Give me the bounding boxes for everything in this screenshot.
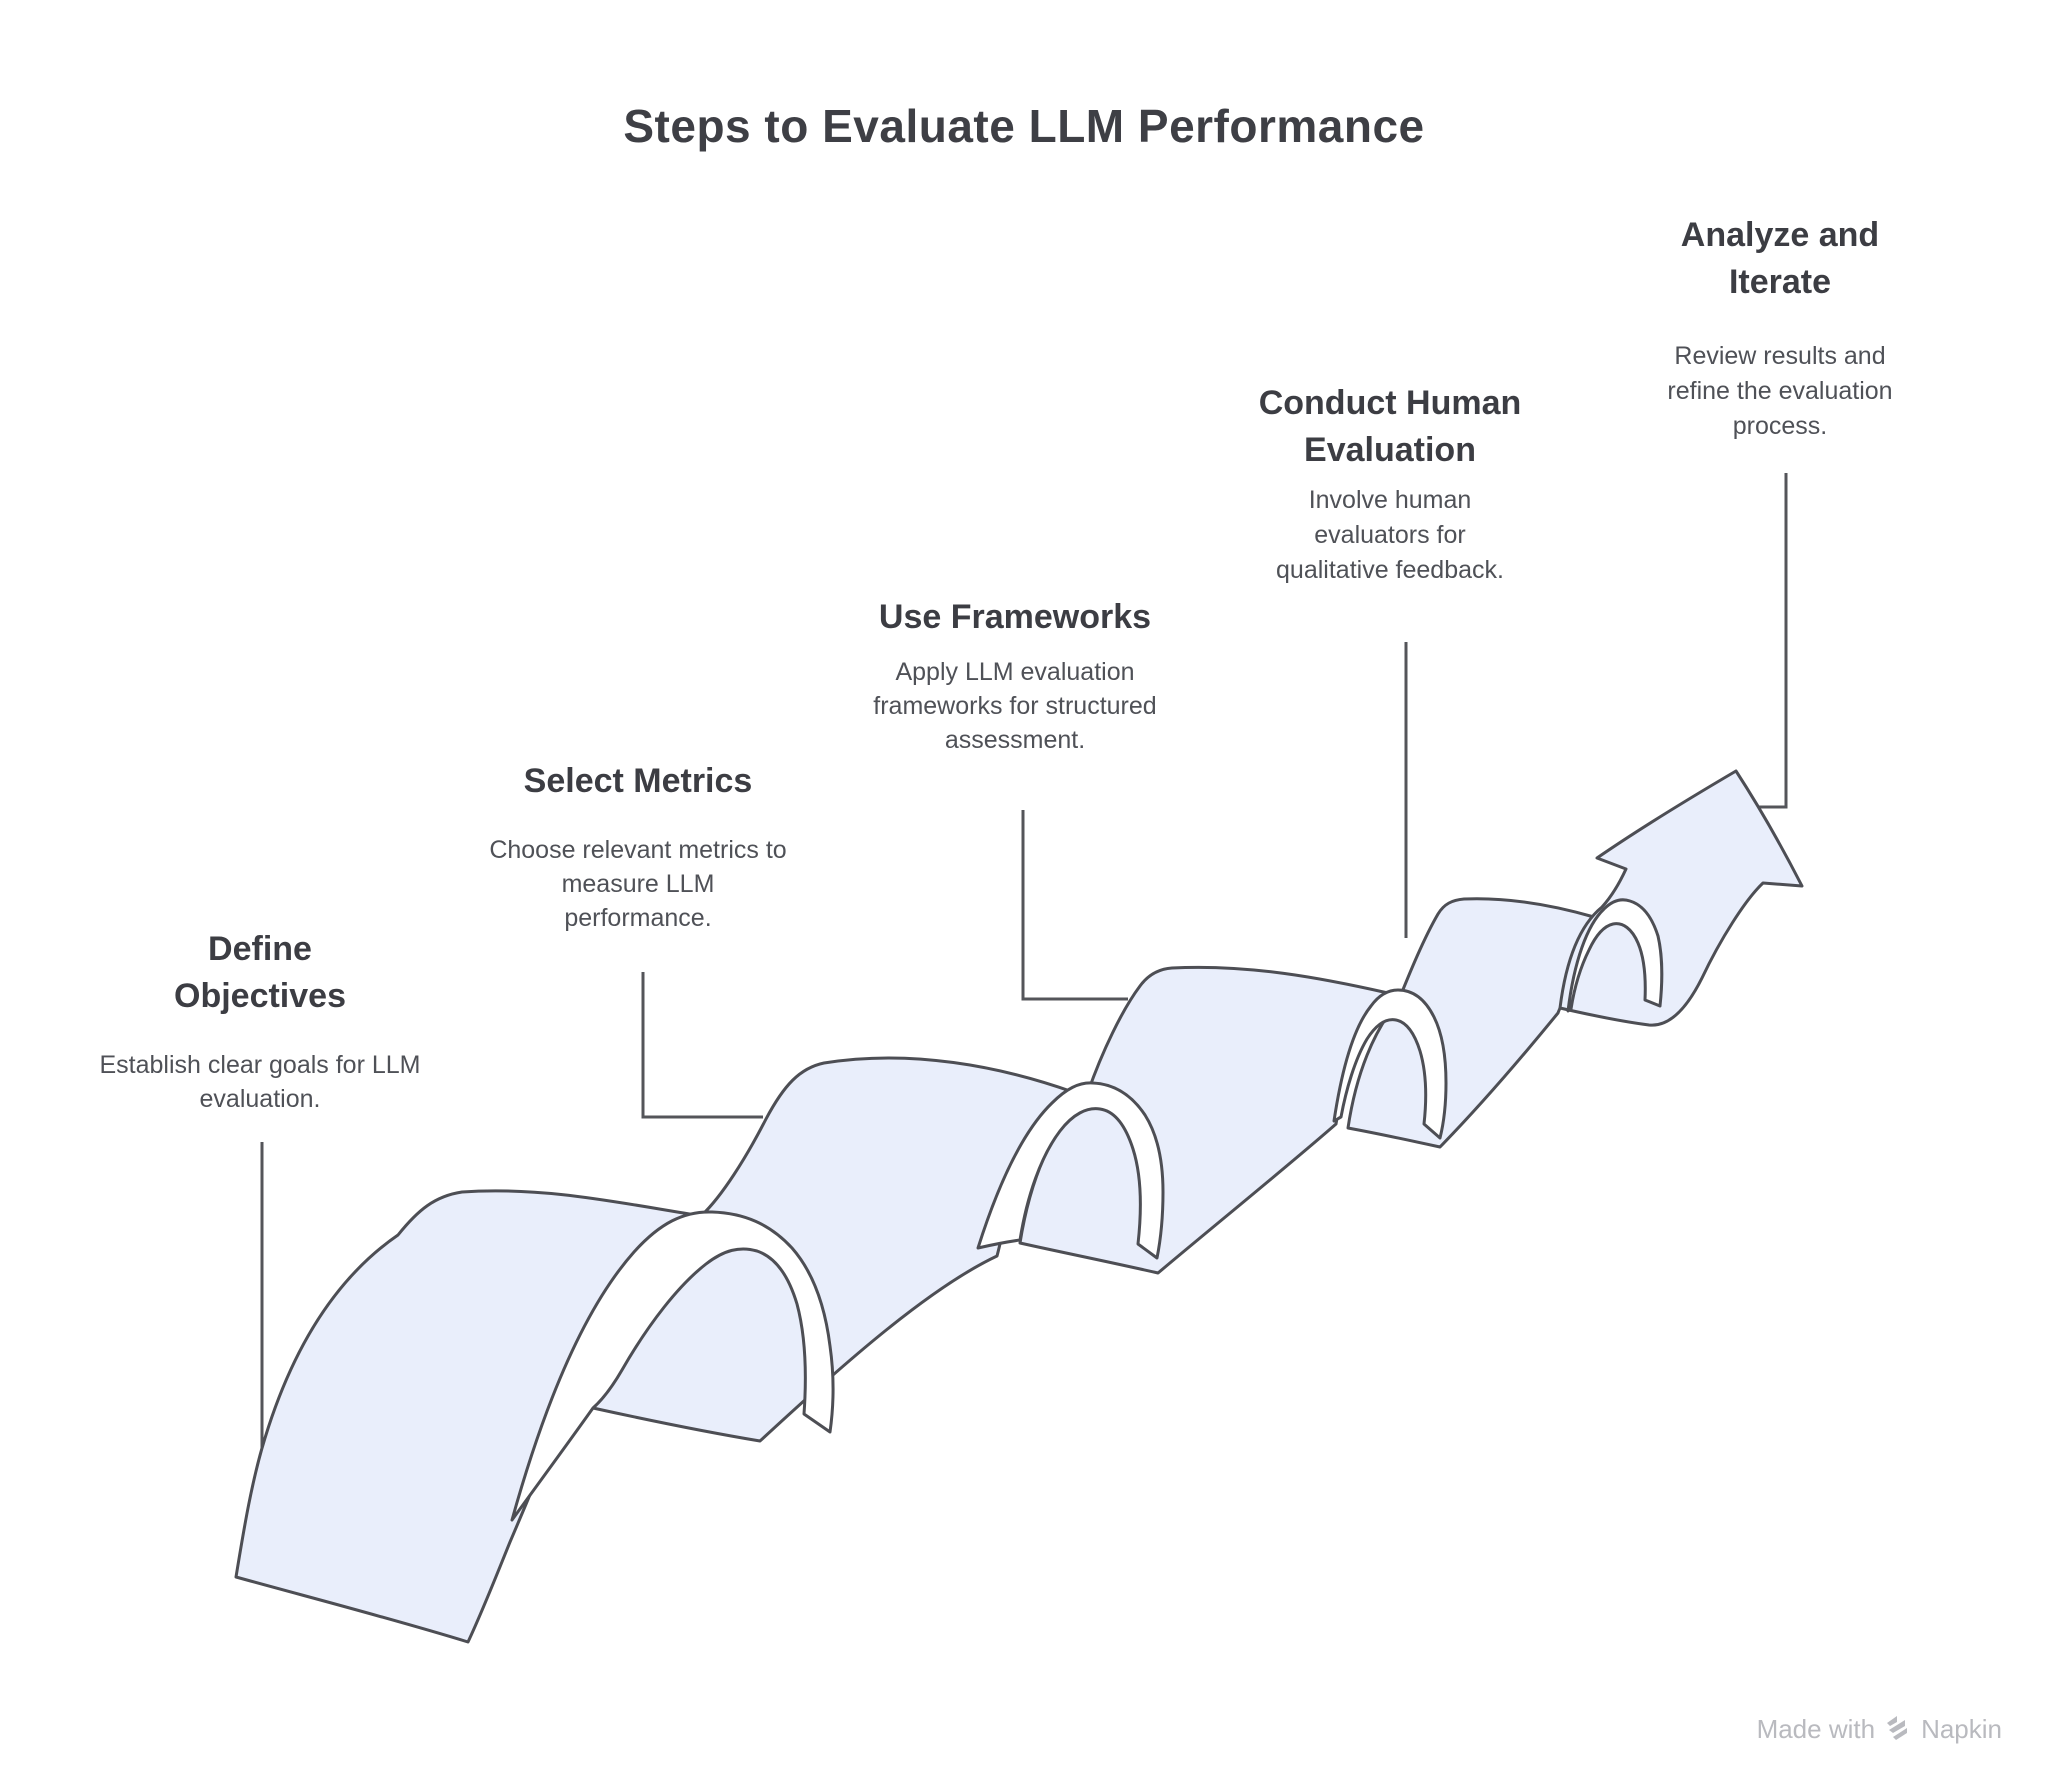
ribbon-loop-3 [1332,988,1448,1140]
step-heading: Use Frameworks [878,598,1152,636]
napkin-logo-icon [1884,1713,1912,1748]
ribbon-loop-2 [976,1081,1165,1260]
step-description: Choose relevant metrics to measure LLM p… [489,836,787,932]
diagram-title: Steps to Evaluate LLM Performance [623,100,1425,152]
ribbon-loop-1 [510,1210,835,1522]
watermark-prefix: Made with [1756,1714,1876,1744]
made-with-napkin-watermark: Made with Napkin [1757,1712,2002,1747]
connector-use-frameworks [1021,810,1128,1001]
watermark-brand: Napkin [1921,1714,2002,1744]
step-description: Apply LLM evaluation frameworks for stru… [873,658,1157,754]
ribbon-arrow [1558,769,1804,1027]
step-heading: Conduct Human Evaluation [1258,384,1522,469]
step-description: Establish clear goals for LLM evaluation… [99,1051,421,1113]
connector-analyze-iterate [1759,473,1788,809]
step-description: Involve human evaluators for qualitative… [1276,486,1504,584]
step-heading: Analyze and Iterate [1680,216,1880,301]
step-heading: Define Objectives [174,930,346,1015]
step-heading: Select Metrics [523,762,753,800]
step-use-frameworks: Use Frameworks Apply LLM evaluation fram… [845,594,1185,757]
step-conduct-human-evaluation: Conduct Human Evaluation Involve human e… [1225,380,1555,588]
step-analyze-and-iterate: Analyze and Iterate Review results and r… [1650,212,1910,444]
connector-select-metrics [641,972,763,1119]
step-select-metrics: Select Metrics Choose relevant metrics t… [478,758,798,935]
step-define-objectives: Define Objectives Establish clear goals … [90,926,430,1116]
ribbon-loop-4 [1566,898,1664,1013]
step-description: Review results and refine the evaluation… [1667,342,1893,440]
